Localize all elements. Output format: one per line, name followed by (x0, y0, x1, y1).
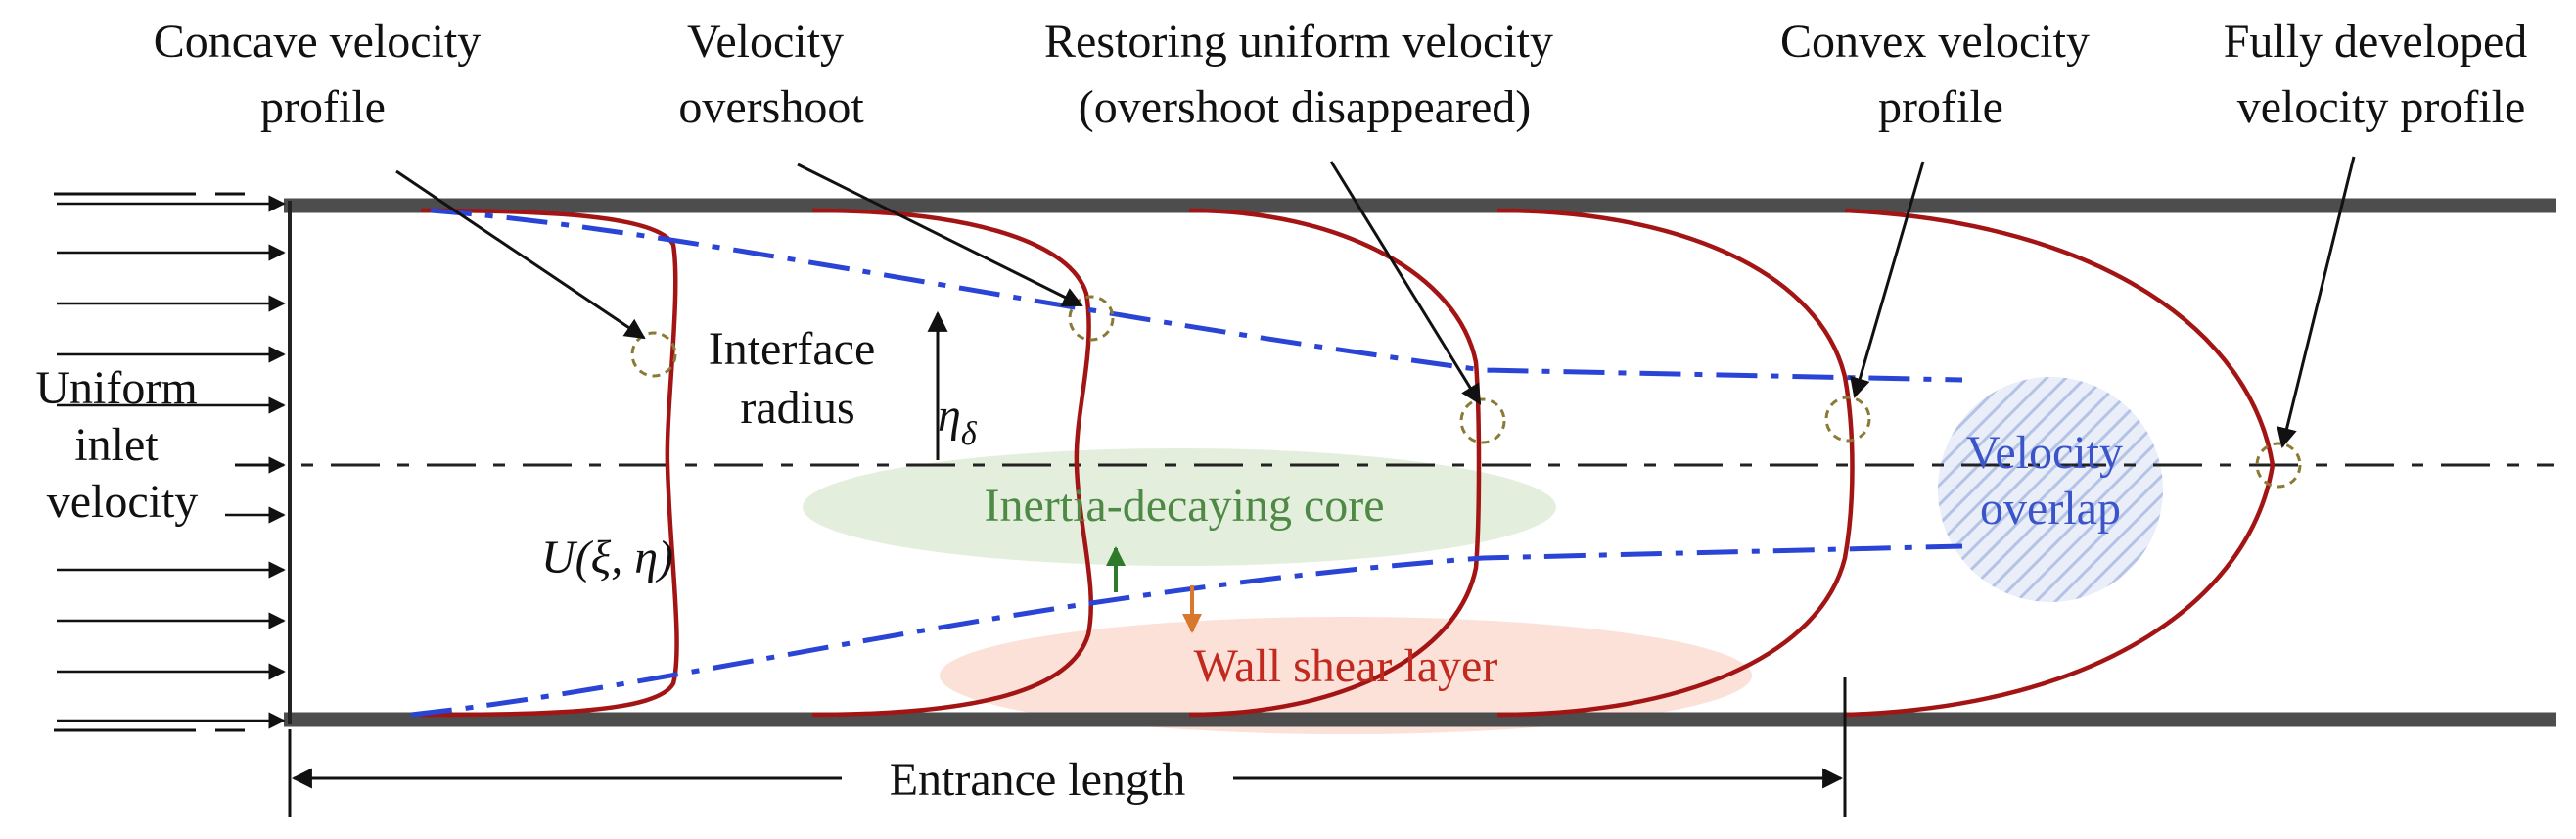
velocity-profile-symbol: U(ξ, η) (541, 532, 673, 583)
concave-velocity-profile (420, 208, 679, 718)
convex-profile-marker (1824, 396, 1871, 443)
entrance-length-label: Entrance length (890, 754, 1186, 806)
fully-developed-label: Fully developed velocity profile (2224, 16, 2540, 133)
velocity-overlap-region (1938, 377, 2163, 602)
concave-profile-label: Concave velocity profile (154, 16, 493, 133)
restoring-marker (1459, 397, 1506, 444)
entrance-length-dimension (288, 677, 1847, 817)
inlet-arrows (57, 195, 286, 729)
overshoot-velocity-profile (811, 208, 1094, 718)
overshoot-marker (1068, 295, 1115, 342)
inlet-velocity-label: Uniform inlet velocity (35, 362, 208, 528)
eta-delta-symbol: ηδ (938, 390, 978, 452)
callout-arrows (395, 156, 2356, 449)
wall-shear-label: Wall shear layer (1194, 640, 1498, 692)
concave-profile-marker (630, 331, 677, 378)
interface-lines (410, 208, 1963, 718)
restoring-velocity-profile (1188, 208, 1482, 718)
convex-profile-label: Convex velocity profile (1780, 16, 2101, 133)
inertia-core-region (803, 448, 1556, 566)
overshoot-label: Velocity overshoot (678, 16, 864, 133)
inlet-wall-dashes (54, 192, 245, 732)
inertia-core-label: Inertia-decaying core (984, 480, 1384, 532)
velocity-overlap-label: Velocity overlap (1966, 427, 2135, 535)
fully-developed-velocity-profile (1844, 208, 2276, 718)
restoring-label: Restoring uniform velocity (overshoot di… (1044, 16, 1565, 133)
convex-velocity-profile (1496, 208, 1855, 718)
wall-shear-region (940, 617, 1752, 734)
interface-radius-label: Interface radius (709, 323, 888, 434)
